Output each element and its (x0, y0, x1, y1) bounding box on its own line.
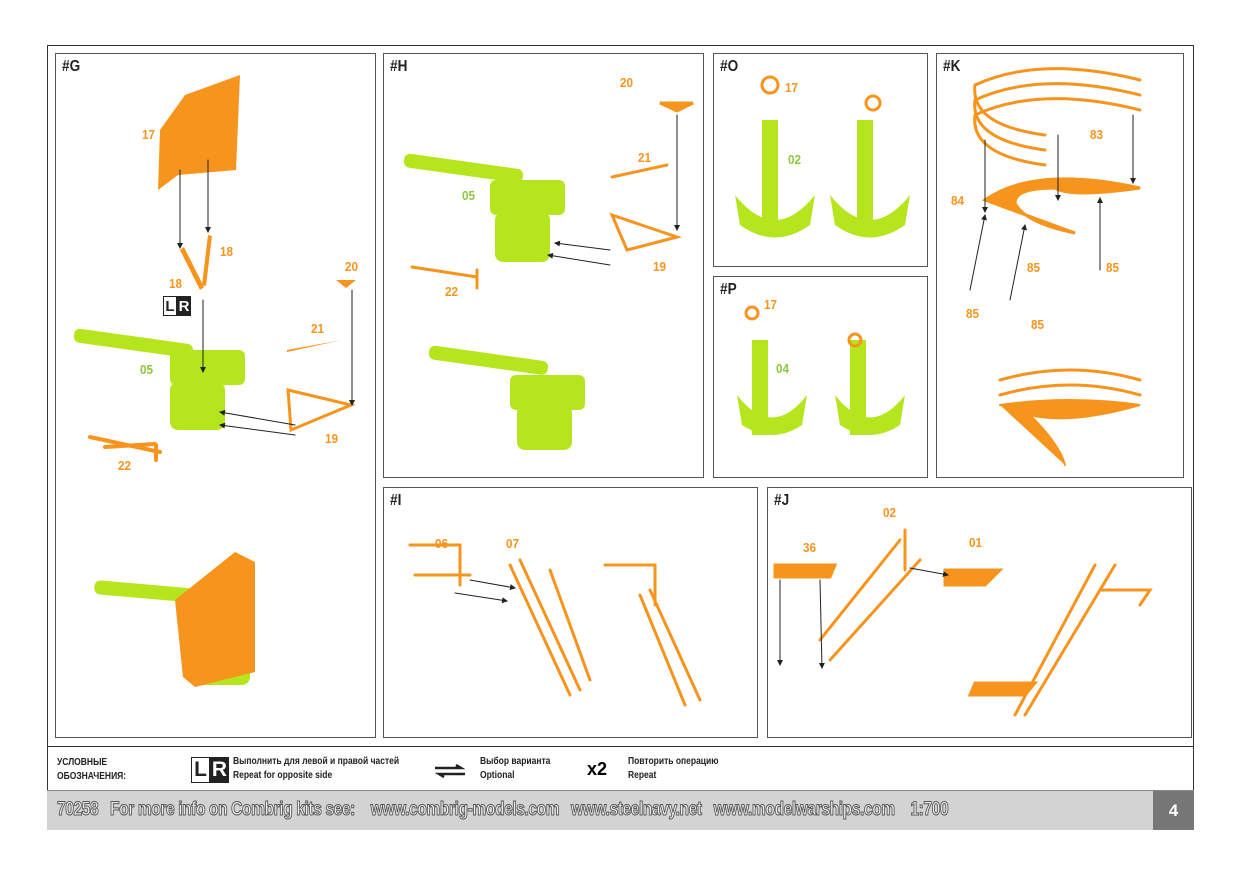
footer: 70258 For more info on Combrig kits see:… (47, 790, 1194, 830)
part-label: 19 (653, 259, 667, 274)
panel-title: #I (390, 492, 402, 509)
part-label: 22 (118, 458, 132, 473)
part-label: 85 (1027, 260, 1041, 275)
footer-text: 70258 For more info on Combrig kits see:… (57, 799, 949, 821)
part-label: 85 (1031, 317, 1045, 332)
panel-title: #J (774, 492, 790, 509)
gun-illustration (73, 153, 585, 687)
part-label: 01 (969, 535, 983, 550)
panel-title: #P (720, 281, 737, 298)
gun-shield-illustration (88, 75, 356, 462)
part-label: 18 (169, 276, 183, 291)
part-label: 83 (1090, 127, 1104, 142)
panel-title: #G (62, 58, 81, 75)
part-label: 84 (951, 193, 965, 208)
panel-h: #H (383, 53, 704, 478)
part-label: 07 (506, 536, 520, 551)
part-label: 02 (883, 505, 897, 520)
repeat-x2-icon: x2 (587, 759, 608, 779)
panel-o: #O (713, 53, 928, 267)
panel-title: #O (720, 58, 739, 75)
part-label: 05 (462, 188, 476, 203)
panel-k: #K (936, 53, 1184, 478)
page-number: 4 (1153, 791, 1194, 830)
part-label: 18 (220, 244, 234, 259)
panel-i: #I (383, 487, 758, 738)
part-label: 04 (776, 361, 790, 376)
part-label: 85 (1106, 260, 1120, 275)
leader-arrows (177, 114, 1136, 669)
part-label: 21 (638, 150, 652, 165)
part-label: 17 (785, 80, 799, 95)
panel-j: #J (767, 487, 1192, 738)
h-parts (410, 101, 694, 290)
anchors (735, 75, 910, 435)
swap-arrows-icon (434, 764, 466, 778)
part-label: 85 (966, 306, 980, 321)
part-label: 19 (325, 431, 339, 446)
part-label: 06 (435, 536, 449, 551)
part-label: 02 (788, 152, 802, 167)
panel-title: #K (943, 58, 961, 75)
part-label: 21 (311, 321, 325, 336)
part-label: 20 (345, 259, 359, 274)
panel-g: #G (55, 53, 376, 738)
panel-title: #H (390, 58, 408, 75)
part-label: 22 (445, 284, 459, 299)
part-label: 17 (764, 297, 778, 312)
part-label: 36 (803, 540, 817, 555)
panel-p: #P (713, 276, 928, 478)
part-label: 20 (620, 75, 634, 90)
part-label: 17 (142, 127, 156, 142)
part-label: 05 (140, 362, 154, 377)
railings (408, 67, 1153, 717)
